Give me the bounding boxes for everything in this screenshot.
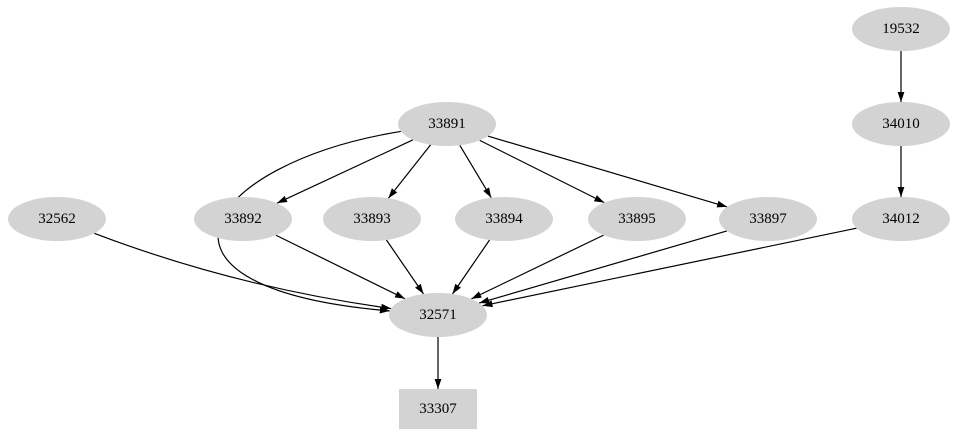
node-32562-label: 32562: [38, 211, 76, 227]
nodes: 19532 34010 34012 33891 32562 33892 33893 33894…: [8, 7, 950, 429]
node-32562: 32562: [8, 197, 106, 241]
edge-33891-33893: [387, 144, 432, 199]
node-33307-label: 33307: [419, 401, 457, 417]
edge-33891-33895: [479, 139, 605, 204]
edge-33893-32571: [385, 239, 425, 295]
node-33897: 33897: [719, 197, 817, 241]
edge-33891-33897: [487, 135, 728, 208]
node-33895-label: 33895: [618, 211, 656, 227]
edge-33891-33894: [459, 144, 492, 199]
edge-33895-32571: [471, 234, 604, 300]
edge-32562-32571: [94, 232, 392, 311]
node-33895-shape: [588, 197, 686, 241]
node-33893: 33893: [323, 197, 421, 241]
edge-33894-32571: [451, 239, 491, 295]
node-34010-shape: [852, 102, 950, 146]
node-33894: 33894: [455, 197, 553, 241]
edge-34012-32571: [482, 227, 857, 308]
node-32571-label: 32571: [419, 307, 457, 323]
node-19532-shape: [852, 7, 950, 51]
node-33891-label: 33891: [428, 116, 466, 132]
node-33893-label: 33893: [353, 211, 391, 227]
node-33893-shape: [323, 197, 421, 241]
node-32571: 32571: [389, 293, 487, 337]
edge-33891-33892: [276, 139, 414, 204]
node-34012-shape: [852, 197, 950, 241]
node-19532: 19532: [852, 7, 950, 51]
edge-33897-32571: [478, 230, 728, 304]
node-34010-label: 34010: [882, 116, 920, 132]
node-33894-shape: [455, 197, 553, 241]
node-34012-label: 34012: [882, 211, 920, 227]
node-32562-shape: [8, 197, 106, 241]
node-34012: 34012: [852, 197, 950, 241]
node-33892-shape: [194, 197, 292, 241]
node-33307: 33307: [399, 389, 477, 429]
node-32571-shape: [389, 293, 487, 337]
node-33891-shape: [398, 102, 496, 146]
node-33897-shape: [719, 197, 817, 241]
node-33307-shape: [399, 389, 477, 429]
node-33892: 33892: [194, 197, 292, 241]
node-33892-label: 33892: [224, 211, 262, 227]
node-19532-label: 19532: [882, 21, 920, 37]
node-33897-label: 33897: [749, 211, 787, 227]
node-34010: 34010: [852, 102, 950, 146]
edge-33892-32571: [275, 234, 406, 300]
node-33891: 33891: [398, 102, 496, 146]
node-33895: 33895: [588, 197, 686, 241]
node-33894-label: 33894: [485, 211, 523, 227]
